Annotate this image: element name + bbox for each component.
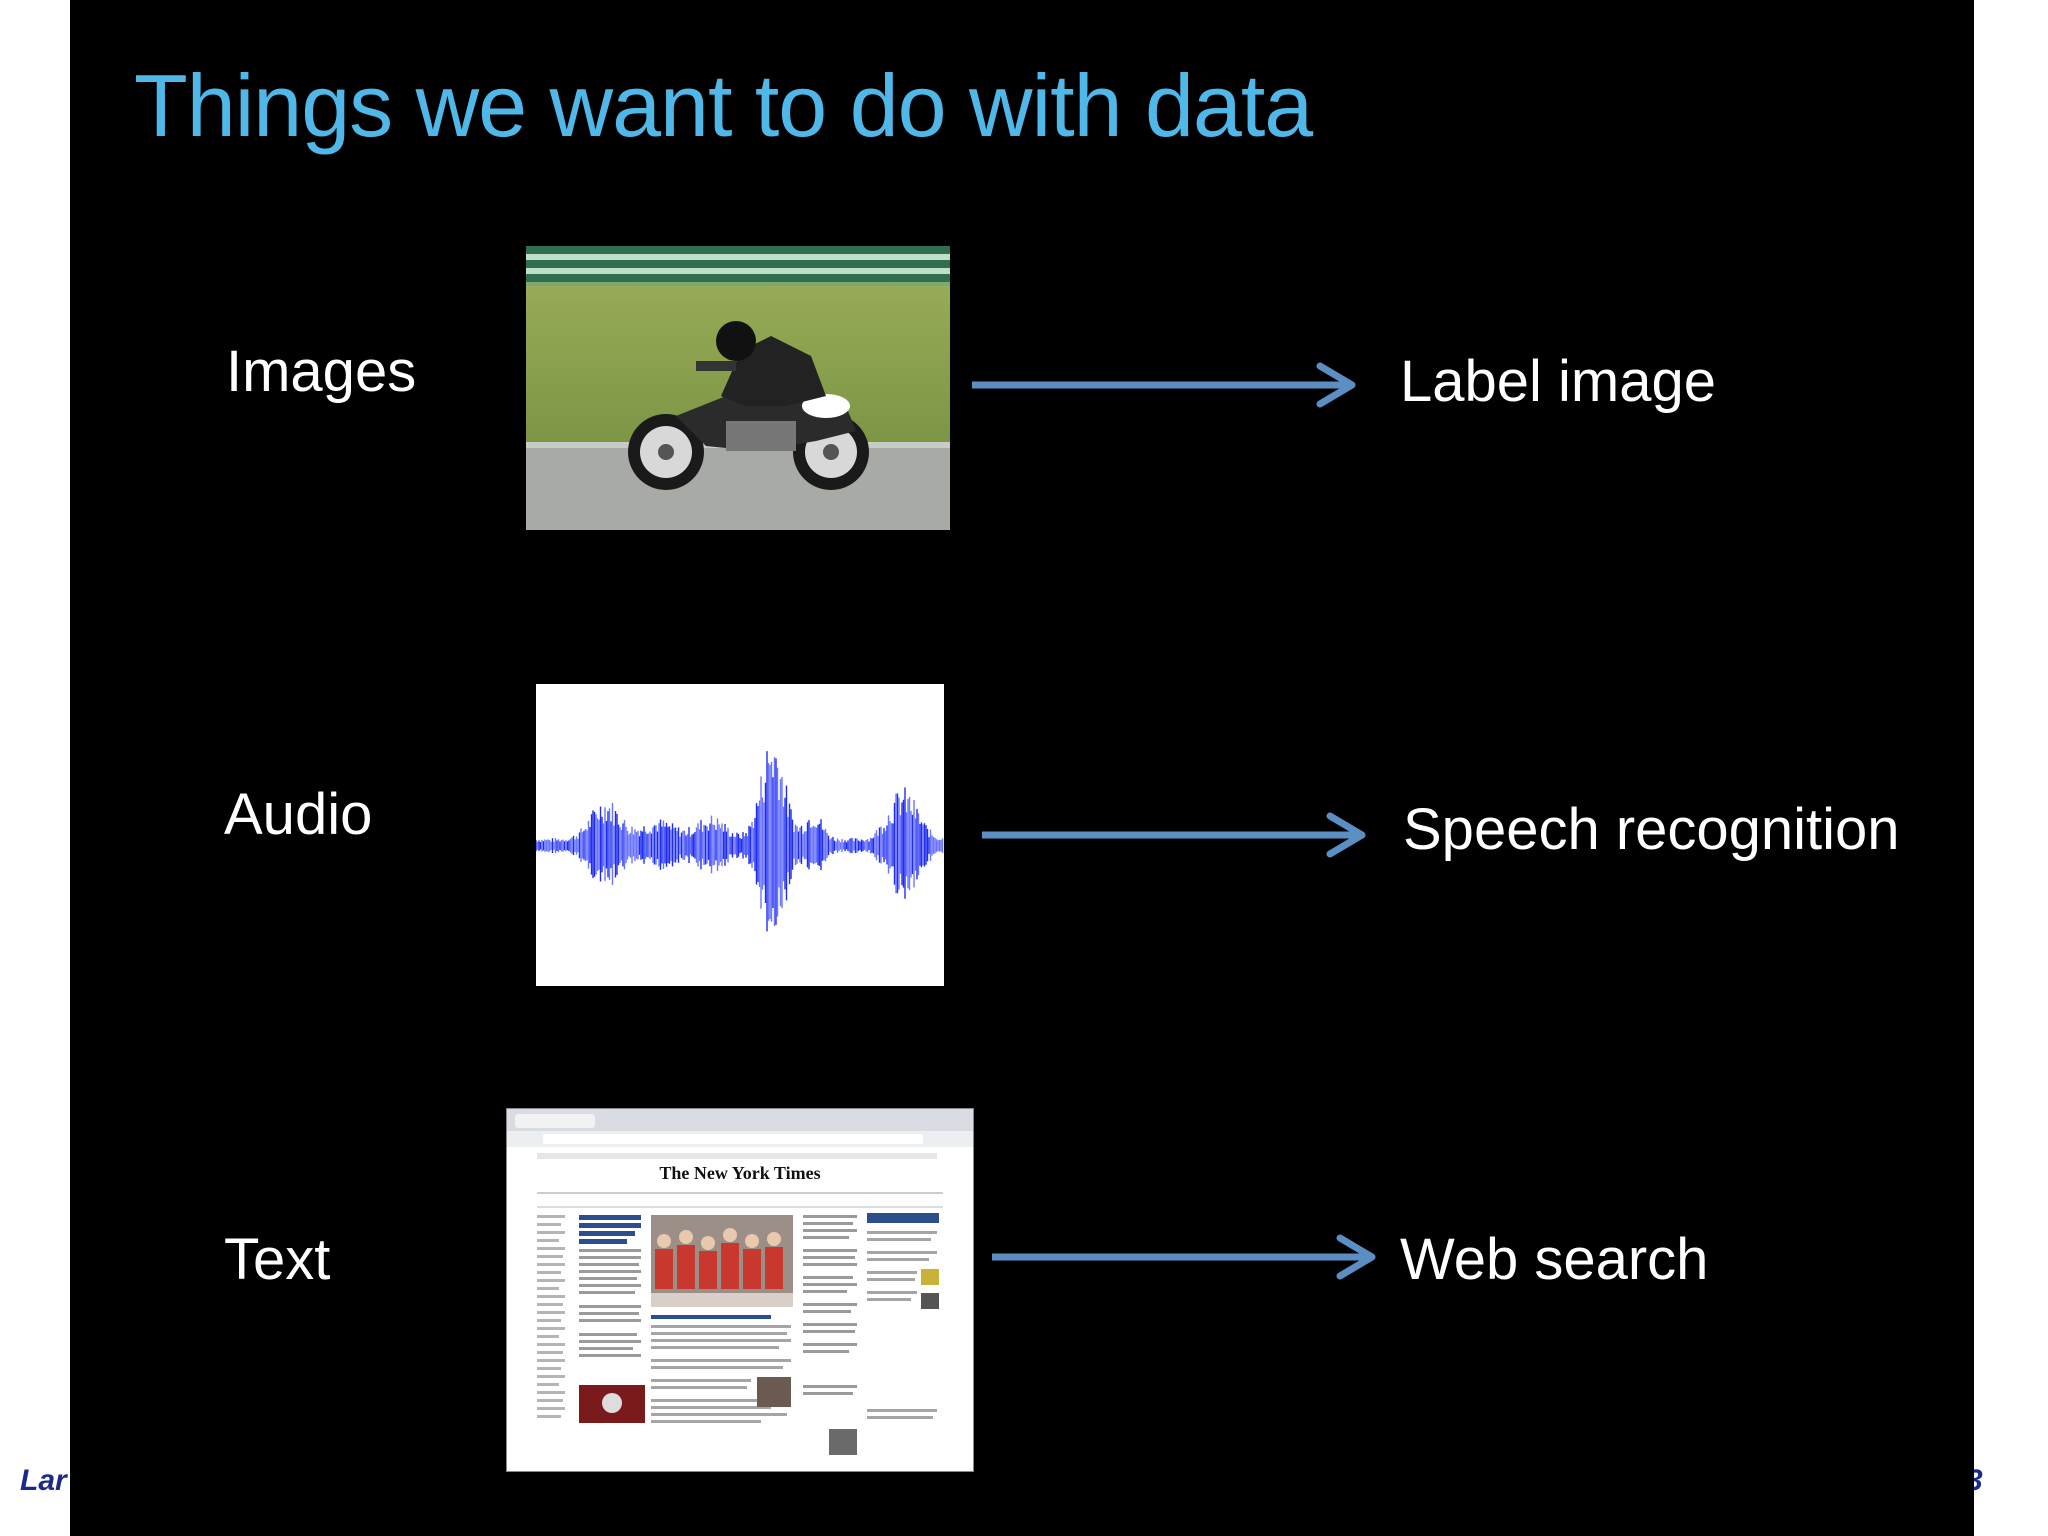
arrow-images	[970, 362, 1360, 408]
waveform-lines	[536, 751, 943, 931]
output-label-web-search: Web search	[1400, 1226, 1708, 1293]
row-label-images: Images	[226, 338, 416, 405]
motorcycle-photo	[526, 246, 950, 530]
arrow-text	[990, 1234, 1380, 1280]
output-label-speech: Speech recognition	[1403, 796, 1900, 863]
row-label-audio: Audio	[224, 781, 372, 848]
slide: Things we want to do with data Images	[70, 0, 1974, 1536]
newspaper-screenshot: The New York Times	[506, 1108, 974, 1472]
newspaper-masthead: The New York Times	[659, 1163, 820, 1183]
output-label-image: Label image	[1400, 348, 1716, 415]
footer-left-text: Lar	[20, 1464, 67, 1498]
audio-waveform-image	[536, 684, 944, 986]
row-label-text: Text	[224, 1226, 330, 1293]
arrow-audio	[980, 812, 1370, 858]
slide-title: Things we want to do with data	[134, 55, 1312, 157]
